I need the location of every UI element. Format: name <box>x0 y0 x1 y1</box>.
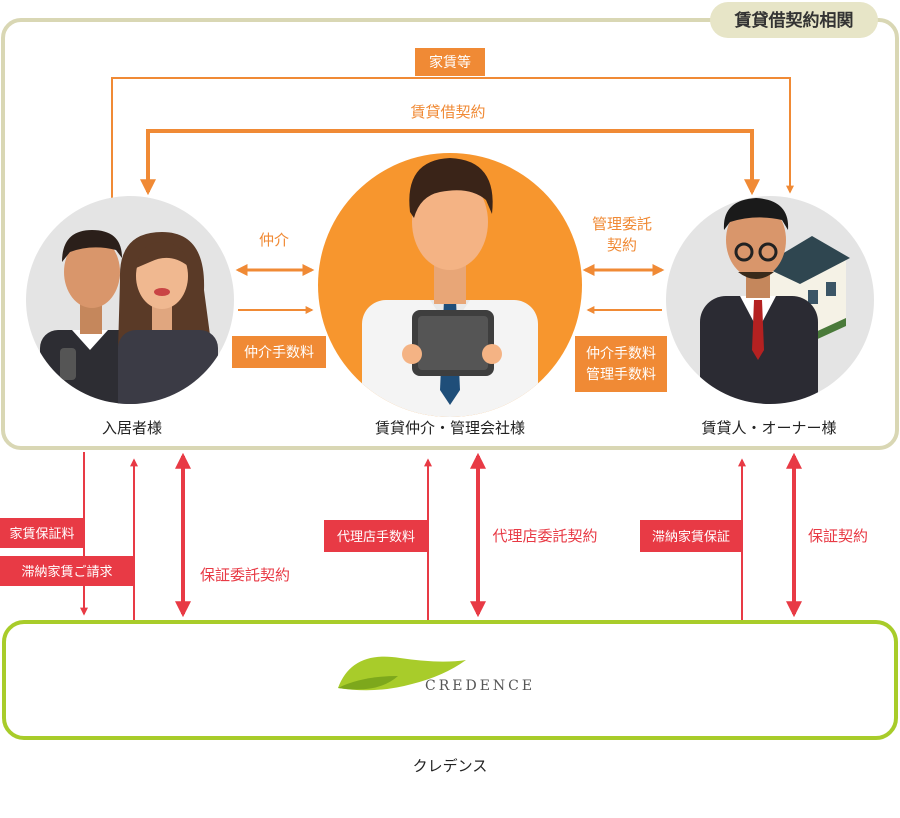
tenant-label: 入居者様 <box>102 419 162 437</box>
lease-contract-line <box>140 129 760 196</box>
red-flows: 家賃保証料 滞納家賃ご請求 保証委託契約 代理店手数料 代理店委託契約 滞納家賃… <box>0 452 868 620</box>
owner-label: 賃貸人・オーナー様 <box>701 419 836 437</box>
agency-fee-label: 代理店手数料 <box>337 530 415 545</box>
credence-label: クレデンス <box>413 757 488 775</box>
overdue-billing-label: 滞納家賃ご請求 <box>21 564 112 580</box>
credence-box: CREDENCE <box>2 620 898 740</box>
tenant-illustration <box>26 196 234 404</box>
fees-label-1: 仲介手数料 <box>586 346 656 362</box>
mgmt-contract-label-2: 契約 <box>607 236 637 254</box>
owner-illustration <box>666 196 874 404</box>
fees-box <box>575 336 667 392</box>
mgmt-contract-label-1: 管理委託 <box>592 215 652 233</box>
brokerage-fee-box <box>232 336 326 368</box>
overdue-guarantee-label: 滞納家賃保証 <box>652 529 730 545</box>
brokerage-fee-label: 仲介手数料 <box>244 345 314 361</box>
fees-label-2: 管理手数料 <box>586 367 656 383</box>
brokerage-label: 仲介 <box>259 231 289 249</box>
guarantee-contract-label: 保証契約 <box>808 527 868 545</box>
rent-flow-line <box>111 77 794 198</box>
agent-label: 賃貸仲介・管理会社様 <box>375 419 525 437</box>
lease-relationship-group: 賃貸借契約相関 <box>1 2 899 450</box>
rent-label-box <box>415 48 485 76</box>
orange-flows: 家賃等 賃貸借契約 仲介 仲介手数料 管理委託 契約 仲介手数料 管理手数料 <box>111 48 794 392</box>
group-title: 賃貸借契約相関 <box>734 10 854 31</box>
overdue-guarantee-box <box>640 520 742 552</box>
credence-leaf-icon <box>338 656 466 691</box>
agent-illustration <box>318 153 582 417</box>
group-title-tab <box>710 2 878 38</box>
credence-logo-text: CREDENCE <box>425 678 535 694</box>
rent-guarantee-fee-box <box>0 518 84 548</box>
guarantee-consignment-label: 保証委託契約 <box>200 566 290 584</box>
lease-contract-label: 賃貸借契約 <box>410 103 485 121</box>
agency-fee-box <box>324 520 428 552</box>
rent-guarantee-fee-label: 家賃保証料 <box>9 526 74 542</box>
rent-label: 家賃等 <box>429 54 471 71</box>
overdue-billing-box <box>0 556 134 586</box>
agency-consignment-label: 代理店委託契約 <box>492 527 597 545</box>
